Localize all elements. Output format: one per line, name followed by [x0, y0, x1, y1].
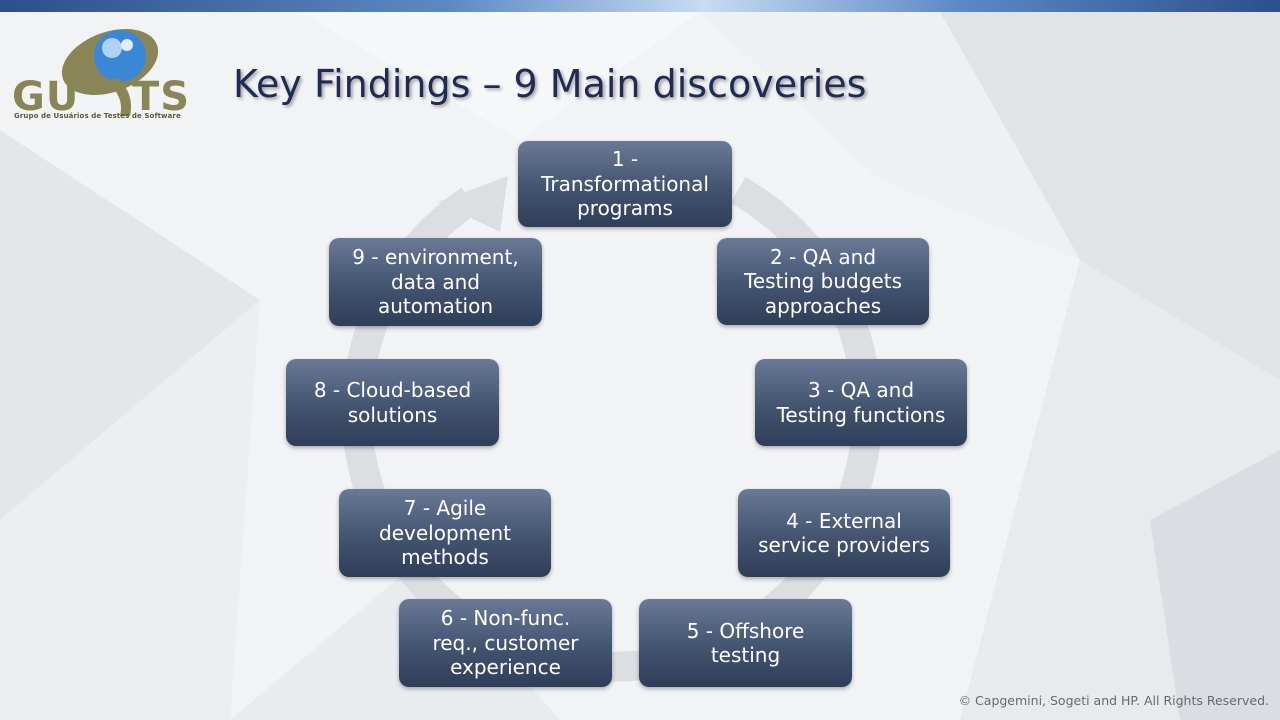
- logo-text-left: GU: [12, 74, 80, 120]
- finding-7-agile-development: 7 - Agile development methods: [339, 489, 551, 577]
- logo-tagline: Grupo de Usuários de Testes de Software: [14, 112, 181, 120]
- finding-3-qa-testing-functions: 3 - QA and Testing functions: [755, 359, 967, 446]
- logo-emblem: [61, 29, 159, 116]
- gutts-logo: GU TS: [12, 20, 202, 124]
- finding-2-qa-testing-budgets: 2 - QA and Testing budgets approaches: [717, 238, 929, 325]
- finding-4-external-service-providers: 4 - External service providers: [738, 489, 950, 577]
- logo-text-right: TS: [132, 74, 191, 120]
- copyright-notice: © Capgemini, Sogeti and HP. All Rights R…: [958, 693, 1269, 708]
- finding-9-environment-data-automation: 9 - environment, data and automation: [329, 238, 542, 326]
- page-title: Key Findings – 9 Main discoveries: [233, 62, 867, 106]
- finding-5-offshore-testing: 5 - Offshore testing: [639, 599, 852, 687]
- finding-1-transformational-programs: 1 - Transformational programs: [518, 141, 732, 227]
- finding-8-cloud-based-solutions: 8 - Cloud-based solutions: [286, 359, 499, 446]
- finding-6-non-functional-requirements: 6 - Non-func. req., customer experience: [399, 599, 612, 687]
- top-accent-bar: [0, 0, 1280, 12]
